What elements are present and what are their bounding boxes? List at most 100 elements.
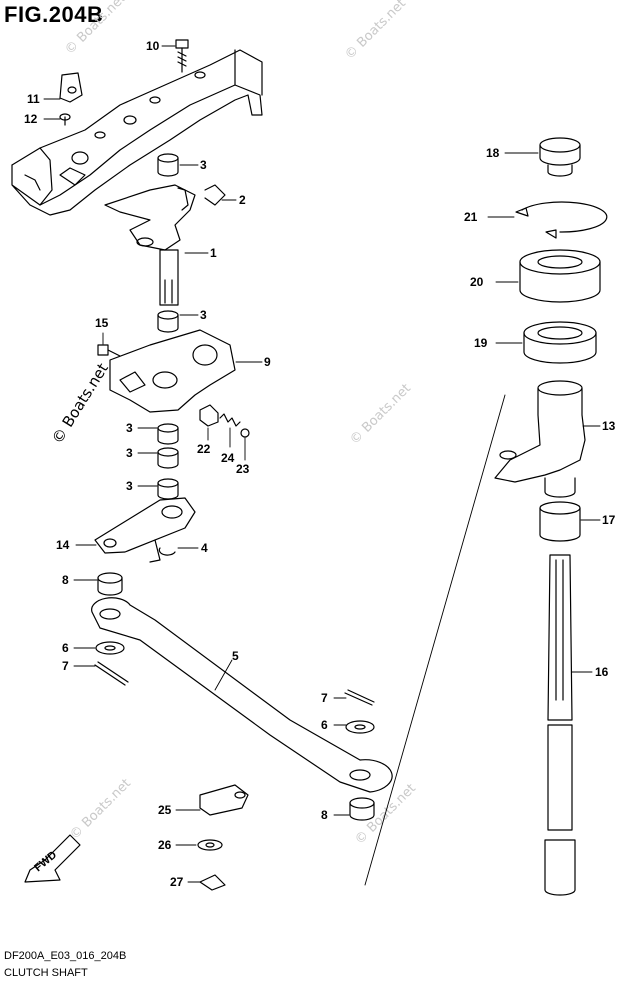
figure-title: FIG.204B xyxy=(4,2,104,27)
callout-1: 1 xyxy=(184,246,217,260)
callout-21: 21 xyxy=(464,210,515,224)
model-code: DF200A_E03_016_204B xyxy=(4,950,127,962)
svg-text:12: 12 xyxy=(24,112,38,126)
svg-text:8: 8 xyxy=(321,808,328,822)
svg-text:3: 3 xyxy=(200,158,207,172)
callout-4: 4 xyxy=(177,541,208,555)
callout-16: 16 xyxy=(571,665,609,679)
clip-part-4 xyxy=(158,547,176,556)
screw-part-15 xyxy=(97,344,121,357)
svg-text:26: 26 xyxy=(158,838,172,852)
callout-6: 6 xyxy=(62,641,96,655)
washer-part-6 xyxy=(95,641,125,655)
callout-3: 3 xyxy=(179,308,207,322)
figure-caption: CLUTCH SHAFT xyxy=(4,967,88,979)
bushing-part xyxy=(157,478,179,500)
callout-10: 10 xyxy=(146,39,176,53)
svg-text:6: 6 xyxy=(62,641,69,655)
svg-text:23: 23 xyxy=(236,462,250,476)
svg-text:5: 5 xyxy=(232,649,239,663)
callout-3: 3 xyxy=(126,446,158,460)
svg-text:3: 3 xyxy=(126,421,133,435)
svg-text:7: 7 xyxy=(321,691,328,705)
callout-6: 6 xyxy=(321,718,347,732)
svg-text:17: 17 xyxy=(602,513,616,527)
svg-text:7: 7 xyxy=(62,659,69,673)
svg-text:10: 10 xyxy=(146,39,160,53)
seal-part-19 xyxy=(523,321,597,364)
callout-11: 11 xyxy=(27,92,61,106)
callout-13: 13 xyxy=(582,419,616,433)
callout-12: 12 xyxy=(24,112,61,126)
svg-text:24: 24 xyxy=(221,451,235,465)
callout-7: 7 xyxy=(62,659,96,673)
svg-text:8: 8 xyxy=(62,573,69,587)
svg-text:9: 9 xyxy=(264,355,271,369)
bearing-part-20 xyxy=(519,249,601,303)
washer-part-6 xyxy=(345,720,375,734)
svg-text:3: 3 xyxy=(126,479,133,493)
spring-part-2 xyxy=(204,184,226,206)
callout-15: 15 xyxy=(95,316,109,345)
clutch-rod-part xyxy=(91,597,393,793)
callout-8: 8 xyxy=(62,573,98,587)
screw-part-12 xyxy=(59,113,71,126)
lever-part-14 xyxy=(94,497,196,563)
svg-text:20: 20 xyxy=(470,275,484,289)
bushing-part xyxy=(157,447,179,469)
bushing-part xyxy=(157,423,179,445)
callout-3: 3 xyxy=(179,158,207,172)
svg-text:16: 16 xyxy=(595,665,609,679)
svg-text:13: 13 xyxy=(602,419,616,433)
svg-text:3: 3 xyxy=(126,446,133,460)
svg-text:15: 15 xyxy=(95,316,109,330)
circlip-part-21 xyxy=(515,201,608,239)
clutch-lever-part xyxy=(104,184,196,306)
bushing-part xyxy=(157,310,179,333)
plug-part-18 xyxy=(539,137,581,177)
bracket-part xyxy=(11,49,263,216)
callout-7: 7 xyxy=(321,691,347,705)
callout-27: 27 xyxy=(170,875,201,889)
svg-text:18: 18 xyxy=(486,146,500,160)
callout-5: 5 xyxy=(214,649,239,691)
callout-19: 19 xyxy=(474,336,523,350)
svg-text:21: 21 xyxy=(464,210,478,224)
svg-text:4: 4 xyxy=(201,541,208,555)
callout-14: 14 xyxy=(56,538,97,552)
svg-text:3: 3 xyxy=(200,308,207,322)
callout-9: 9 xyxy=(235,355,271,369)
svg-text:11: 11 xyxy=(27,92,40,106)
watermark-dark: © Boats.net xyxy=(48,360,112,447)
svg-text:22: 22 xyxy=(197,442,211,456)
callout-26: 26 xyxy=(158,838,197,852)
bushing-part xyxy=(157,153,179,177)
svg-text:25: 25 xyxy=(158,803,172,817)
svg-text:1: 1 xyxy=(210,246,217,260)
svg-text:27: 27 xyxy=(170,875,184,889)
callout-18: 18 xyxy=(486,146,539,160)
watermark: © Boats.net xyxy=(62,0,129,58)
callout-22: 22 xyxy=(197,427,211,456)
clutch-case-part xyxy=(109,329,236,413)
pin-part-7 xyxy=(94,661,129,686)
callout-3: 3 xyxy=(126,479,158,493)
callout-17: 17 xyxy=(580,513,616,527)
clutch-cam-part-13 xyxy=(494,380,586,498)
watermark: © Boats.net xyxy=(347,381,414,448)
pin-part-7 xyxy=(344,689,375,706)
svg-text:6: 6 xyxy=(321,718,328,732)
bushing-part-8 xyxy=(97,572,123,596)
callouts: 1 2 3 3 3 3 3 4 5 6 6 7 7 8 8 9 10 11 12… xyxy=(24,39,616,889)
part-25 xyxy=(199,784,249,816)
clip-part-27 xyxy=(199,874,226,891)
washer-part-26 xyxy=(197,839,223,851)
fwd-arrow-icon: FWD xyxy=(24,834,81,883)
bushing-part-17 xyxy=(539,501,581,542)
svg-text:14: 14 xyxy=(56,538,70,552)
clip-part-11 xyxy=(59,72,83,103)
bushing-part-8 xyxy=(349,797,375,821)
callout-3: 3 xyxy=(126,421,158,435)
